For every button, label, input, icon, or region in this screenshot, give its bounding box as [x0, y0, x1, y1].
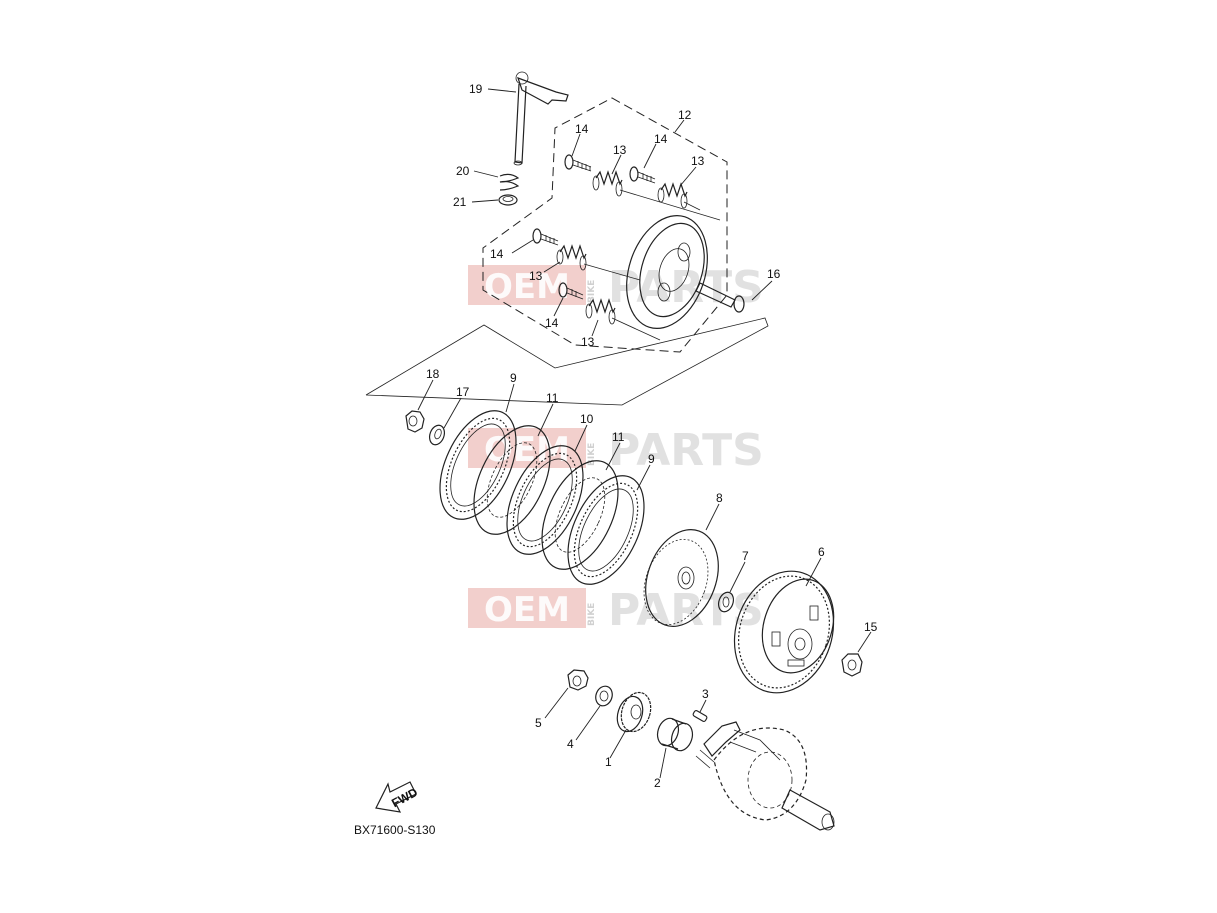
callout-13-c: 13: [529, 269, 543, 283]
clutch-plate-part-11-a: [473, 425, 551, 535]
callout-9-b: 9: [648, 452, 655, 466]
watermark-bike-text: BIKE: [587, 443, 597, 466]
callout-6: 6: [818, 545, 825, 559]
callout-8: 8: [716, 491, 723, 505]
watermark-bike-text: BIKE: [587, 603, 597, 626]
callout-2: 2: [654, 776, 661, 790]
callout-1: 1: [605, 755, 612, 769]
watermark-parts-text: PARTS: [608, 585, 764, 636]
watermark-bottom: OEM BIKE PARTS: [468, 585, 764, 636]
primary-drive-gear-part-1: [616, 691, 652, 733]
fwd-label: FWD: [389, 785, 420, 810]
watermark-oem-text: OEM: [484, 267, 570, 307]
friction-plate-part-10: [506, 445, 584, 555]
diagram-code: BX71600-S130: [354, 823, 436, 837]
callout-labels: 19 20 21 12 14 13 14 13 14 13 14 13 16 1…: [426, 82, 878, 790]
push-lever-part-19: [513, 71, 569, 166]
watermark-oem-text: OEM: [484, 590, 570, 630]
callout-18: 18: [426, 367, 440, 381]
spring-part-13-d: [585, 298, 616, 325]
callout-10: 10: [580, 412, 594, 426]
callout-19: 19: [469, 82, 483, 96]
friction-plate-part-9-b: [567, 475, 645, 585]
pressure-plate: [626, 215, 708, 329]
spring-part-13-b: [657, 182, 688, 209]
clutch-plate-part-11-b: [541, 460, 619, 570]
bolt-axis-lines: [583, 189, 721, 341]
kit-12-outline: [482, 97, 728, 353]
watermark-bike-text: BIKE: [587, 280, 597, 303]
callout-4: 4: [567, 737, 574, 751]
spring-part-13-a: [592, 170, 623, 197]
callout-13-d: 13: [581, 335, 595, 349]
friction-plate-part-9-a: [439, 410, 517, 520]
callout-7: 7: [742, 549, 749, 563]
callout-13-b: 13: [691, 154, 705, 168]
key-part-3: [692, 710, 708, 722]
clutch-housing-part-6: [733, 570, 835, 694]
leader-lines: [417, 88, 872, 779]
callout-14-a: 14: [575, 122, 589, 136]
watermark-middle: OEM BIKE PARTS: [468, 425, 764, 476]
push-rod-part-16: [695, 282, 745, 313]
callout-14-c: 14: [490, 247, 504, 261]
crankshaft: [695, 721, 835, 831]
bolt-part-14-b: [629, 166, 656, 184]
washer-part-17: [428, 424, 446, 446]
bolt-part-14-c: [532, 228, 559, 246]
callout-12: 12: [678, 108, 692, 122]
watermark-oem-text: OEM: [484, 430, 570, 470]
bolt-part-14-a: [564, 154, 592, 172]
nut-part-15: [841, 653, 863, 677]
forward-arrow-icon: FWD: [375, 781, 420, 813]
callout-11-b: 11: [612, 430, 625, 444]
callout-13-a: 13: [613, 143, 627, 157]
washer-part-7: [717, 591, 735, 613]
spring-part-20: [499, 173, 520, 191]
callout-21: 21: [453, 195, 467, 209]
callout-17: 17: [456, 385, 470, 399]
washer-part-21: [498, 194, 518, 206]
callout-9-a: 9: [510, 371, 517, 385]
spring-part-13-c: [556, 244, 587, 271]
callout-14-b: 14: [654, 132, 668, 146]
nut-part-18: [405, 410, 425, 433]
callout-15: 15: [864, 620, 878, 634]
callout-14-d: 14: [545, 316, 559, 330]
bushing-part-2: [656, 717, 694, 752]
assembly-outline: [365, 317, 769, 406]
callout-11-a: 11: [546, 391, 559, 405]
bolt-part-14-d: [558, 282, 584, 300]
callout-3: 3: [702, 687, 709, 701]
clutch-boss-part-8: [643, 528, 719, 628]
callout-20: 20: [456, 164, 470, 178]
watermark-parts-text: PARTS: [608, 425, 764, 476]
callout-5: 5: [535, 716, 542, 730]
callout-16: 16: [767, 267, 781, 281]
nut-part-5: [567, 669, 589, 691]
watermark-top: OEM BIKE PARTS: [468, 262, 764, 313]
washer-part-4: [595, 685, 613, 707]
